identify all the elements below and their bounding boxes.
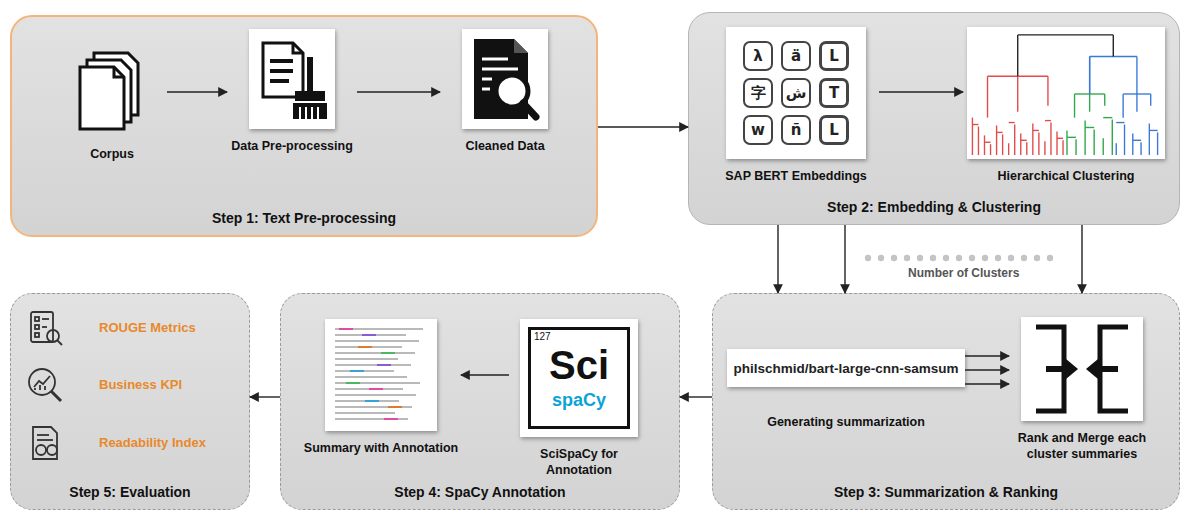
icon-box xyxy=(1021,317,1143,421)
glyph-tile: ش xyxy=(781,78,811,108)
step-heading: Step 2: Embedding & Clustering xyxy=(689,199,1179,215)
icon-box xyxy=(325,319,437,431)
metric-name: ROUGE Metrics xyxy=(99,320,196,335)
logo-name: spaCy xyxy=(520,391,638,409)
flow-arrow xyxy=(680,396,712,397)
glyph-tile: T xyxy=(819,78,849,108)
item-label: Summary with Annotation xyxy=(301,441,461,457)
item-label: SAP BERT Embeddings xyxy=(713,169,879,185)
item-label: SciSpaCy for Annotation xyxy=(509,447,649,478)
glyph-tile: L xyxy=(819,41,849,71)
metric-icon xyxy=(25,423,65,463)
step-item: philschmid/bart-large-cnn-samsumGenerati… xyxy=(727,349,965,431)
icon-drawing xyxy=(72,47,152,137)
step-item: Summary with Annotation xyxy=(301,319,461,457)
icon-box xyxy=(249,29,335,129)
glyph-tile: ñ xyxy=(781,115,811,145)
metric-name: Business KPI xyxy=(99,377,182,392)
flow-arrow xyxy=(777,225,778,293)
scispacy-logo: 127Sci spaCy xyxy=(520,319,638,437)
icon-box xyxy=(72,47,152,137)
glyph-tile: L xyxy=(819,115,849,145)
step-panel: Step 3: Summarization & Ranking philschmi… xyxy=(712,293,1180,510)
icon-drawing xyxy=(325,319,437,431)
item-label: Data Pre-processing xyxy=(227,139,357,155)
flow-arrow xyxy=(965,355,1009,356)
icon-drawing xyxy=(1021,317,1143,421)
icon-box xyxy=(967,27,1165,159)
annotation-label: Number of Clusters xyxy=(906,266,1021,280)
glyph-tile: ä xyxy=(781,41,811,71)
flow-arrow xyxy=(965,383,1009,384)
step-heading: Step 3: Summarization & Ranking xyxy=(713,484,1179,500)
step-item: 127Sci spaCySciSpaCy for Annotation xyxy=(509,319,649,478)
logo-number: 127 xyxy=(534,331,551,342)
step-item: Cleaned Data xyxy=(440,29,570,155)
step-heading: Step 4: SpaCy Annotation xyxy=(281,484,679,500)
step-panel: Step 2: Embedding & ClusteringλäL字شTwñLS… xyxy=(688,12,1180,225)
flow-arrow xyxy=(844,225,845,293)
metric-icon xyxy=(25,365,65,405)
step-item: Business KPI xyxy=(25,365,241,405)
flow-arrow xyxy=(167,91,227,92)
flow-arrow xyxy=(357,91,440,92)
icon-drawing xyxy=(967,27,1165,159)
item-label: Hierarchical Clustering xyxy=(963,169,1169,185)
step-item: λäL字شTwñLSAP BERT Embeddings xyxy=(713,27,879,185)
glyph-tile: w xyxy=(743,115,773,145)
step-panel: Step 4: SpaCy Annotation Summary with Ann… xyxy=(280,293,680,510)
step-item: Readability Index xyxy=(25,423,241,463)
glyph-tile: λ xyxy=(743,41,773,71)
item-label: Corpus xyxy=(57,147,167,163)
item-label: Generating summarization xyxy=(727,415,965,431)
icon-box xyxy=(462,29,548,129)
glyph-tile: 字 xyxy=(743,78,773,108)
step-panel: Step 1: Text Pre-processing Corpus Data Pr… xyxy=(10,15,598,237)
icon-drawing xyxy=(249,29,335,129)
metric-name: Readability Index xyxy=(99,435,206,450)
item-label: Rank and Merge each cluster summaries xyxy=(1009,431,1155,462)
flow-arrow xyxy=(461,374,509,375)
item-label: Cleaned Data xyxy=(440,139,570,155)
flow-arrow xyxy=(879,91,963,92)
step-item: Corpus xyxy=(57,47,167,163)
step-item: Data Pre-processing xyxy=(227,29,357,155)
step-panel: Step 5: Evaluation ROUGE MetricsBusiness … xyxy=(10,293,250,510)
step-item: ROUGE Metrics xyxy=(25,308,241,348)
step-heading: Step 1: Text Pre-processing xyxy=(12,210,596,226)
model-name-box: philschmid/bart-large-cnn-samsum xyxy=(727,349,964,387)
flow-arrow xyxy=(598,126,688,127)
logo-symbol: Sci xyxy=(520,345,638,385)
flow-arrow xyxy=(965,369,1009,370)
step-item: Hierarchical Clustering xyxy=(963,27,1169,185)
icon-drawing xyxy=(462,29,548,129)
icon-box: λäL字شTwñL xyxy=(726,27,866,159)
step-heading: Step 5: Evaluation xyxy=(11,484,249,500)
model-name: philschmid/bart-large-cnn-samsum xyxy=(733,361,958,376)
metric-icon xyxy=(25,308,65,348)
step-item: Rank and Merge each cluster summaries xyxy=(1009,317,1155,462)
flow-arrow xyxy=(1081,225,1082,293)
flow-arrow xyxy=(250,396,280,397)
